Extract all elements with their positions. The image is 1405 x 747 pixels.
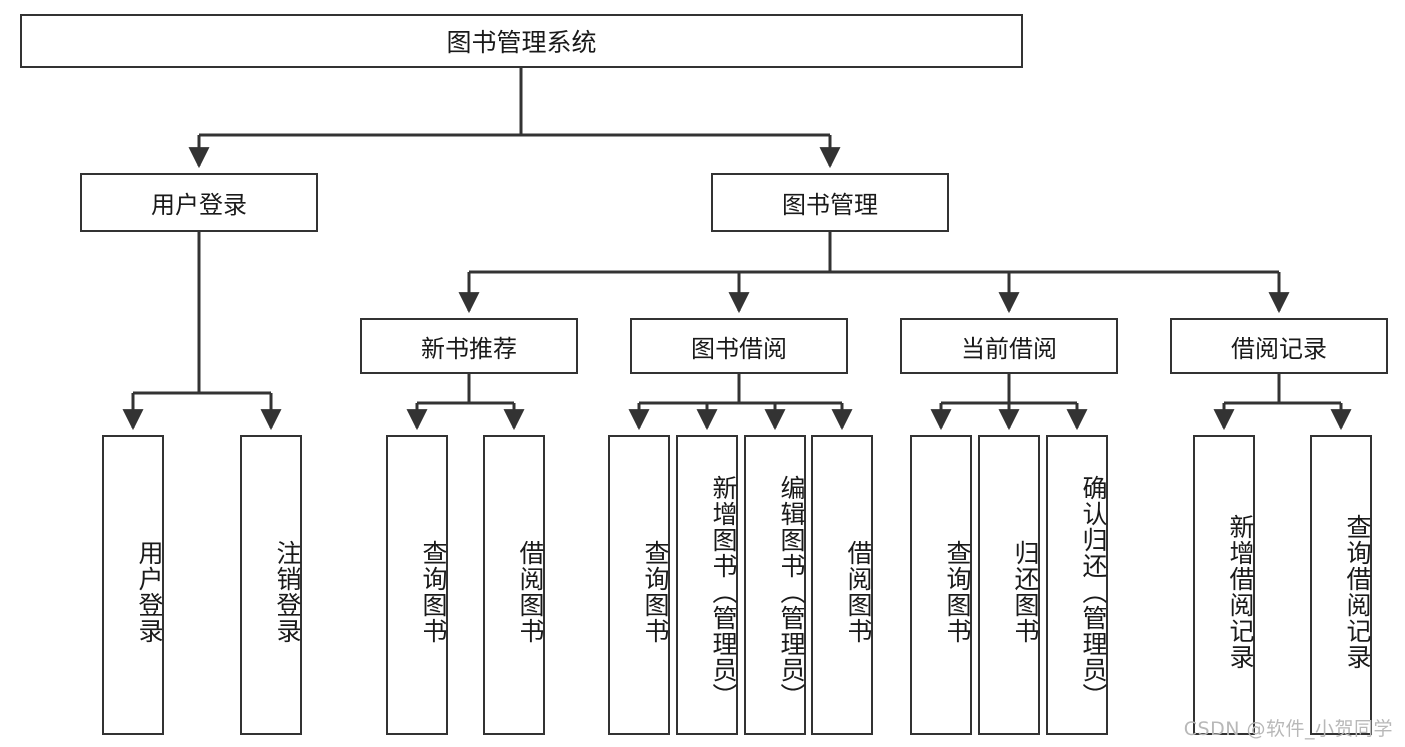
leaf-newbook-query-book-label: 查询图书: [419, 540, 448, 644]
node-user-login[interactable]: 用户登录: [80, 173, 318, 232]
leaf-current-return-book-label: 归还图书: [1011, 540, 1040, 644]
leaf-newbook-borrow-book[interactable]: 借阅图书: [483, 435, 545, 735]
leaf-current-confirm-return[interactable]: 确认归还（管理员）: [1046, 435, 1108, 735]
leaf-current-confirm-return-label: 确认归还（管理员）: [1079, 475, 1108, 709]
watermark: CSDN @软件_小贺同学: [1183, 718, 1393, 740]
leaf-current-query-book-label: 查询图书: [943, 540, 972, 644]
node-borrow-record-label: 借阅记录: [1231, 334, 1327, 363]
node-current-borrow-label: 当前借阅: [961, 334, 1057, 363]
leaf-borrow-lend-book[interactable]: 借阅图书: [811, 435, 873, 735]
node-root[interactable]: 图书管理系统: [20, 14, 1023, 68]
leaf-current-return-book[interactable]: 归还图书: [978, 435, 1040, 735]
node-user-login-label: 用户登录: [151, 191, 247, 219]
node-new-book-rec[interactable]: 新书推荐: [360, 318, 578, 374]
node-book-borrow[interactable]: 图书借阅: [630, 318, 848, 374]
leaf-user-login[interactable]: 用户登录: [102, 435, 164, 735]
leaf-user-logout-label: 注销登录: [273, 540, 302, 644]
leaf-borrow-query-book-label: 查询图书: [641, 540, 670, 644]
node-book-manage[interactable]: 图书管理: [711, 173, 949, 232]
node-book-borrow-label: 图书借阅: [691, 334, 787, 363]
leaf-record-add[interactable]: 新增借阅记录: [1193, 435, 1255, 735]
leaf-borrow-edit-book[interactable]: 编辑图书（管理员）: [744, 435, 806, 735]
leaf-borrow-edit-book-label: 编辑图书（管理员）: [777, 475, 806, 709]
leaf-record-query[interactable]: 查询借阅记录: [1310, 435, 1372, 735]
leaf-user-login-label: 用户登录: [135, 540, 164, 644]
leaf-borrow-add-book[interactable]: 新增图书（管理员）: [676, 435, 738, 735]
leaf-record-add-label: 新增借阅记录: [1226, 514, 1255, 670]
leaf-current-query-book[interactable]: 查询图书: [910, 435, 972, 735]
leaf-record-query-label: 查询借阅记录: [1343, 514, 1372, 670]
leaf-borrow-query-book[interactable]: 查询图书: [608, 435, 670, 735]
node-new-book-rec-label: 新书推荐: [421, 334, 517, 363]
leaf-borrow-lend-book-label: 借阅图书: [844, 540, 873, 644]
leaf-borrow-add-book-label: 新增图书（管理员）: [709, 475, 738, 709]
node-borrow-record[interactable]: 借阅记录: [1170, 318, 1388, 374]
leaf-newbook-borrow-book-label: 借阅图书: [516, 540, 545, 644]
node-book-manage-label: 图书管理: [782, 191, 878, 219]
leaf-user-logout[interactable]: 注销登录: [240, 435, 302, 735]
node-current-borrow[interactable]: 当前借阅: [900, 318, 1118, 374]
leaf-newbook-query-book[interactable]: 查询图书: [386, 435, 448, 735]
node-root-label: 图书管理系统: [446, 28, 597, 57]
